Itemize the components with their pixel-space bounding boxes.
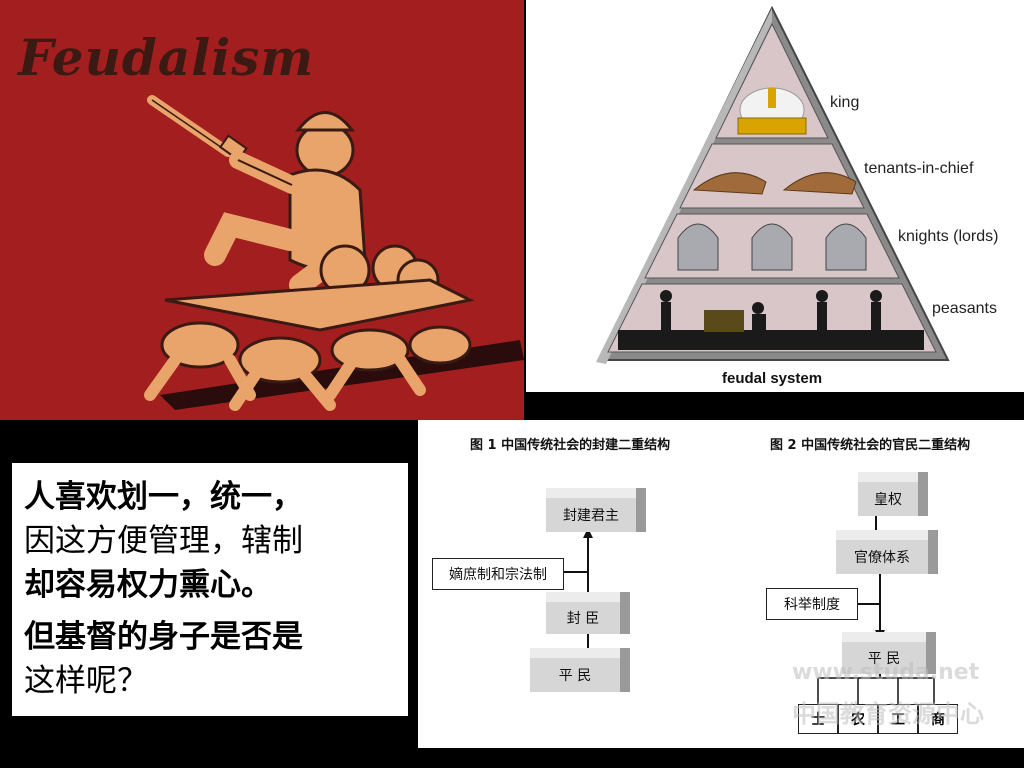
tier-label-peasants: peasants [932, 300, 997, 317]
fig1-vassal-box: 封 臣 [546, 592, 630, 634]
fig2-imperial-box: 皇权 [858, 472, 928, 516]
tier-label-knights: knights (lords) [898, 228, 999, 245]
commentary-line-5: 这样呢？ [24, 663, 148, 699]
diagram-connectors [564, 514, 935, 708]
fig1-title: 图 1 中国传统社会的封建二重结构 [470, 438, 671, 453]
commentary-line-1: 人喜欢划一，统一， [24, 479, 303, 515]
fig2-commoner-box: 平 民 [842, 632, 936, 674]
commentary-line-2: 因这方便管理，辖制 [24, 523, 303, 559]
tier-label-tenants: tenants-in-chief [864, 160, 974, 177]
fig1-commoner-box: 平 民 [530, 648, 630, 692]
feudal-pyramid [596, 5, 950, 364]
feudalism-title: Feudalism [18, 28, 315, 87]
fig1-vassal-label: 封 臣 [546, 602, 620, 634]
watermark-url: www.studa.net [792, 660, 980, 685]
fig2-exam-box: 科举制度 [766, 588, 858, 620]
fig2-bureaucracy-box: 官僚体系 [836, 530, 938, 574]
pyramid-caption: feudal system [722, 370, 823, 387]
commentary-line-3: 却容易权力熏心。 [24, 567, 272, 603]
fig2-title: 图 2 中国传统社会的官民二重结构 [770, 438, 971, 453]
fig2-bureaucracy-label: 官僚体系 [836, 540, 928, 574]
feudalism-illustration: Feudalism [0, 0, 524, 420]
commentary-text-box: 人喜欢划一，统一， 因这方便管理，辖制 却容易权力熏心。 但基督的身子是否是 这… [12, 463, 408, 716]
fig1-commoner-label: 平 民 [530, 658, 620, 692]
fig2-imperial-label: 皇权 [858, 482, 918, 516]
commentary-line-4: 但基督的身子是否是 [24, 619, 303, 655]
fig2-class-artisan: 工 [878, 704, 918, 734]
watermark-text: 中国教育资源中心 [792, 700, 984, 728]
tier-label-king: king [830, 94, 860, 111]
chinese-structure-diagrams: 图 1 中国传统社会的封建二重结构 图 2 中国传统社会的官民二重结构 封建君主… [418, 420, 1024, 748]
fig1-succession-box: 嫡庶制和宗法制 [432, 558, 564, 590]
fig2-class-farmer: 农 [838, 704, 878, 734]
fig2-commoner-label: 平 民 [842, 642, 926, 674]
feudal-pyramid-panel: king tenants-in-chief knights (lords) pe… [526, 0, 1024, 392]
fig1-monarch-label: 封建君主 [546, 498, 636, 532]
fig2-class-scholar: 士 [798, 704, 838, 734]
fig2-class-merchant: 商 [918, 704, 958, 734]
fig1-monarch-box: 封建君主 [546, 488, 646, 532]
lord-on-peasants-illustration [144, 95, 524, 411]
